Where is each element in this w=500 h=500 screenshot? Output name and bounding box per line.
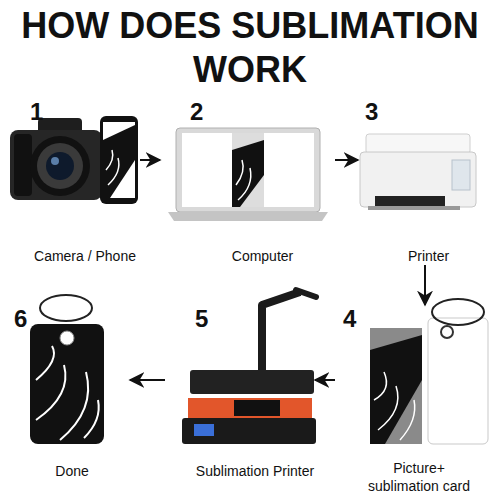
step-number: 5 <box>195 305 208 333</box>
step-caption: Printer <box>408 247 449 265</box>
step-number: 4 <box>343 305 356 333</box>
step-caption: Sublimation Printer <box>196 462 314 480</box>
flow-arrow <box>424 265 426 305</box>
heat-press-icon <box>182 290 316 444</box>
step-number: 3 <box>365 98 378 126</box>
flow-arrow <box>130 379 165 381</box>
printer-icon <box>360 134 476 210</box>
step-caption: Computer <box>232 247 293 265</box>
step-caption: Picture+ sublimation card <box>357 459 481 495</box>
flow-arrow <box>315 379 335 381</box>
step-node: 1Camera / Phone <box>8 98 140 265</box>
diagram-title: HOW DOES SUBLIMATION WORK <box>5 4 495 92</box>
laptop-icon <box>168 128 328 221</box>
step-caption: Camera / Phone <box>34 247 136 265</box>
picture-and-card <box>370 299 488 444</box>
step-number: 1 <box>30 98 43 126</box>
step-node: 6Done <box>8 305 130 480</box>
flow-arrow <box>140 159 160 161</box>
camera-icon <box>10 118 102 200</box>
step-number: 2 <box>190 98 203 126</box>
flow-arrow <box>335 159 358 161</box>
finished-tag <box>30 295 104 444</box>
step-caption: Done <box>55 462 88 480</box>
phone-icon <box>100 116 138 204</box>
step-node: 2Computer <box>160 98 335 265</box>
step-number: 6 <box>14 305 27 333</box>
step-node: 3Printer <box>358 98 492 265</box>
step-node: 5Sublimation Printer <box>165 305 315 480</box>
step-node: 4Picture+ sublimation card <box>335 305 495 495</box>
